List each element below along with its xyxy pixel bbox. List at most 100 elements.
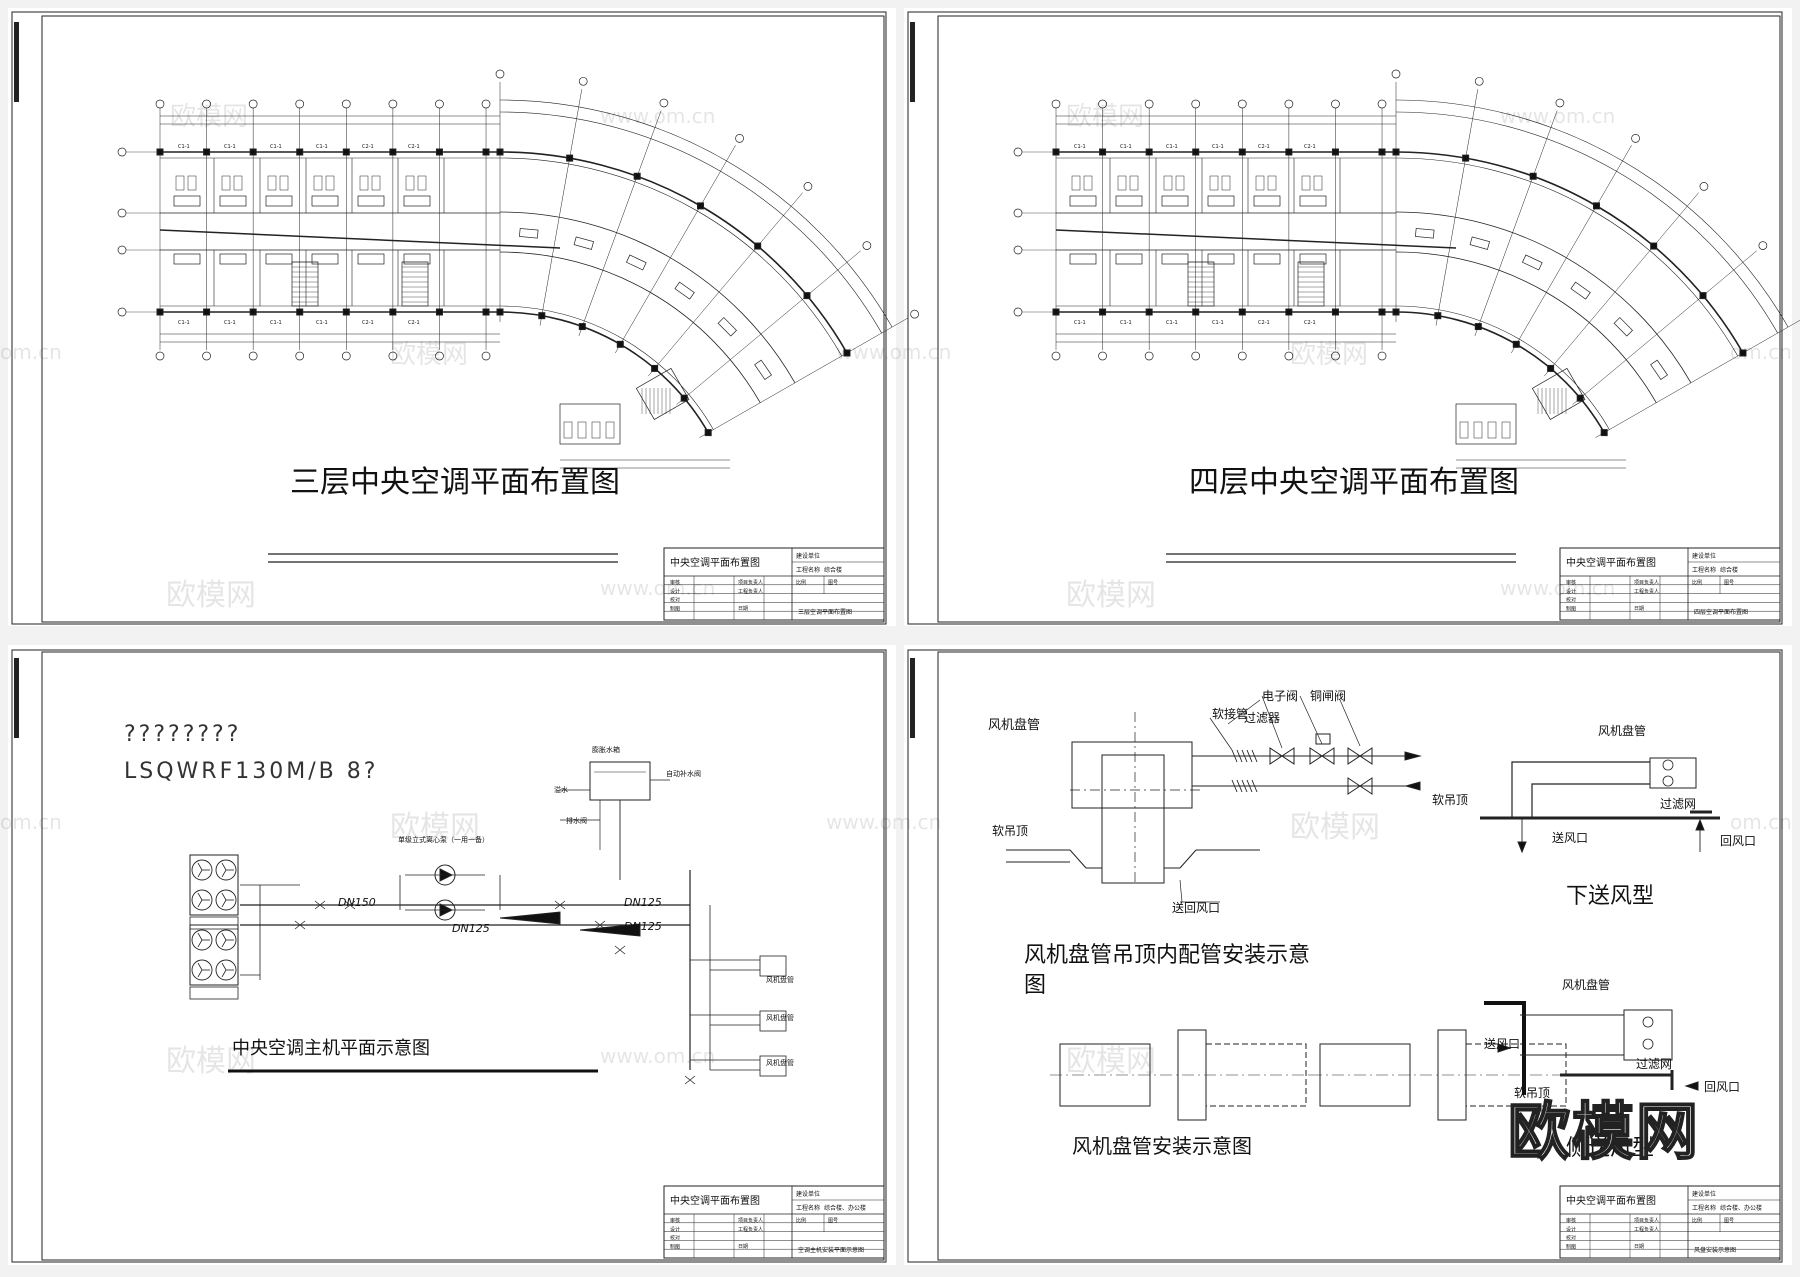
label-soft-pipe: 软接管	[1212, 706, 1248, 721]
svg-text:C2-1: C2-1	[408, 320, 420, 326]
svg-text:工程名称: 工程名称	[796, 566, 820, 574]
svg-text:工程名称: 工程名称	[796, 1204, 820, 1212]
label-soft-ceiling-b: 软吊顶	[1432, 793, 1468, 807]
fcu-label: 风机盘管	[766, 1013, 794, 1022]
svg-text:C1-1: C1-1	[1074, 320, 1086, 326]
label-fcu-a: 风机盘管	[988, 717, 1040, 733]
svg-text:建设单位: 建设单位	[1692, 552, 1716, 560]
svg-text:C1-1: C1-1	[1166, 144, 1178, 150]
svg-text:C1-1: C1-1	[224, 320, 236, 326]
svg-text:设计: 设计	[1566, 1226, 1576, 1233]
svg-text:C2-1: C2-1	[362, 144, 374, 150]
label-soft-ceiling-a: 软吊顶	[992, 824, 1028, 838]
tb-drawing-name: 中央空调平面布置图	[670, 556, 760, 569]
p2-title-block: 中央空调平面布置图建设单位工程名称综合楼四层空调平面布置图审核设计校对制图项目负…	[1559, 547, 1781, 621]
svg-text:工程负责人: 工程负责人	[738, 1226, 763, 1233]
p4-type-side: 侧送风型	[1566, 1136, 1654, 1161]
svg-text:C1-1: C1-1	[316, 144, 328, 150]
tb-project-value: 综合楼	[824, 566, 842, 574]
svg-text:工程负责人: 工程负责人	[1634, 1226, 1659, 1233]
svg-text:C2-1: C2-1	[1258, 144, 1270, 150]
svg-text:C1-1: C1-1	[1074, 144, 1086, 150]
label-return-b: 回风口	[1720, 834, 1756, 848]
expansion-tank-label: 膨胀水箱	[592, 745, 620, 754]
label-return-c: 回风口	[1704, 1080, 1740, 1094]
auto-fill-label: 自动补水阀	[666, 769, 701, 778]
p3-header-2: LSQWRF130M/B 8?	[124, 759, 378, 784]
drain-valve-label: 排水阀	[566, 816, 587, 825]
svg-text:项目负责人: 项目负责人	[1634, 579, 1659, 586]
label-filter-net-c: 过滤网	[1636, 1057, 1672, 1071]
svg-text:图号: 图号	[1724, 580, 1734, 586]
label-fcu-c: 风机盘管	[1562, 977, 1610, 992]
pipe-network	[240, 761, 787, 1085]
svg-text:制图: 制图	[670, 1243, 680, 1250]
dn125-label: DN125	[624, 896, 662, 909]
svg-text:C2-1: C2-1	[1304, 320, 1316, 326]
svg-text:C1-1: C1-1	[1120, 320, 1132, 326]
svg-text:工程负责人: 工程负责人	[738, 588, 763, 595]
svg-text:C1-1: C1-1	[270, 320, 282, 326]
svg-text:日期: 日期	[738, 606, 748, 612]
svg-text:制图: 制图	[670, 605, 680, 612]
p1-floor-plan: C1-1C1-1C1-1C1-1C1-1C1-1C1-1C1-1C2-1C2-1…	[117, 69, 919, 469]
svg-text:日期: 日期	[738, 1244, 748, 1250]
svg-text:校对: 校对	[670, 597, 680, 604]
dn125-label: DN125	[452, 922, 490, 935]
dn125-label: DN125	[624, 920, 662, 933]
p4-caption-1b: 图	[1024, 973, 1046, 998]
tb-sheet-name: 四层空调平面布置图	[1694, 608, 1748, 616]
label-e-valve: 电子阀	[1262, 689, 1298, 703]
svg-text:审核: 审核	[1566, 579, 1576, 586]
svg-text:设计: 设计	[670, 588, 680, 595]
label-fcu-b: 风机盘管	[1598, 723, 1646, 738]
svg-text:项目负责人: 项目负责人	[738, 1217, 763, 1224]
label-soft-ceiling-c: 软吊顶	[1514, 1086, 1550, 1100]
svg-text:比例: 比例	[1692, 579, 1702, 586]
svg-text:比例: 比例	[1692, 1217, 1702, 1224]
tb-project-value: 综合楼、办公楼	[824, 1204, 866, 1212]
svg-text:校对: 校对	[1566, 597, 1576, 604]
svg-text:建设单位: 建设单位	[1692, 1190, 1716, 1198]
svg-text:建设单位: 建设单位	[796, 552, 820, 560]
svg-text:审核: 审核	[1566, 1217, 1576, 1224]
label-supply-c: 送风口	[1484, 1036, 1520, 1051]
svg-text:比例: 比例	[796, 1217, 806, 1224]
svg-text:制图: 制图	[1566, 1243, 1576, 1250]
label-supply-return: 送回风口	[1172, 900, 1220, 915]
panel-3	[8, 645, 896, 1265]
tb-sheet-name: 风盘安装示意图	[1694, 1246, 1736, 1254]
svg-text:工程负责人: 工程负责人	[1634, 588, 1659, 595]
svg-text:项目负责人: 项目负责人	[1634, 1217, 1659, 1224]
p4-title-block: 中央空调平面布置图建设单位工程名称综合楼、办公楼风盘安装示意图审核设计校对制图项…	[1559, 1185, 1781, 1259]
svg-text:校对: 校对	[1566, 1235, 1576, 1242]
pump-group-label: 单级立式离心泵（一用一备）	[398, 835, 489, 844]
svg-text:校对: 校对	[670, 1235, 680, 1242]
svg-text:C1-1: C1-1	[316, 320, 328, 326]
p2-title: 四层中央空调平面布置图	[1189, 465, 1519, 500]
tb-drawing-name: 中央空调平面布置图	[1566, 1194, 1656, 1207]
svg-text:工程名称: 工程名称	[1692, 1204, 1716, 1212]
svg-text:C2-1: C2-1	[362, 320, 374, 326]
p1-title: 三层中央空调平面布置图	[290, 465, 620, 500]
svg-text:C1-1: C1-1	[1166, 320, 1178, 326]
svg-text:图号: 图号	[828, 580, 838, 586]
tb-sheet-name: 空调主机安装平面示意图	[798, 1246, 864, 1254]
fcu-detail-drawings	[1006, 695, 1720, 1121]
svg-text:比例: 比例	[796, 579, 806, 586]
svg-text:日期: 日期	[1634, 606, 1644, 612]
fcu-label: 风机盘管	[766, 1058, 794, 1067]
chiller-unit	[189, 854, 239, 930]
panel-2	[904, 8, 1792, 626]
svg-text:审核: 审核	[670, 1217, 680, 1224]
label-supply-b: 送风口	[1552, 830, 1588, 845]
p1-title-block: 中央空调平面布置图建设单位工程名称综合楼三层空调平面布置图审核设计校对制图项目负…	[663, 547, 885, 621]
fcu-label: 风机盘管	[766, 975, 794, 984]
svg-text:设计: 设计	[1566, 588, 1576, 595]
p2-floor-plan: C1-1C1-1C1-1C1-1C1-1C1-1C1-1C1-1C2-1C2-1…	[1013, 69, 1800, 469]
chiller-unit	[189, 924, 239, 1000]
label-filter-net-b: 过滤网	[1660, 797, 1696, 811]
p3-header-1: ????????	[124, 722, 241, 747]
